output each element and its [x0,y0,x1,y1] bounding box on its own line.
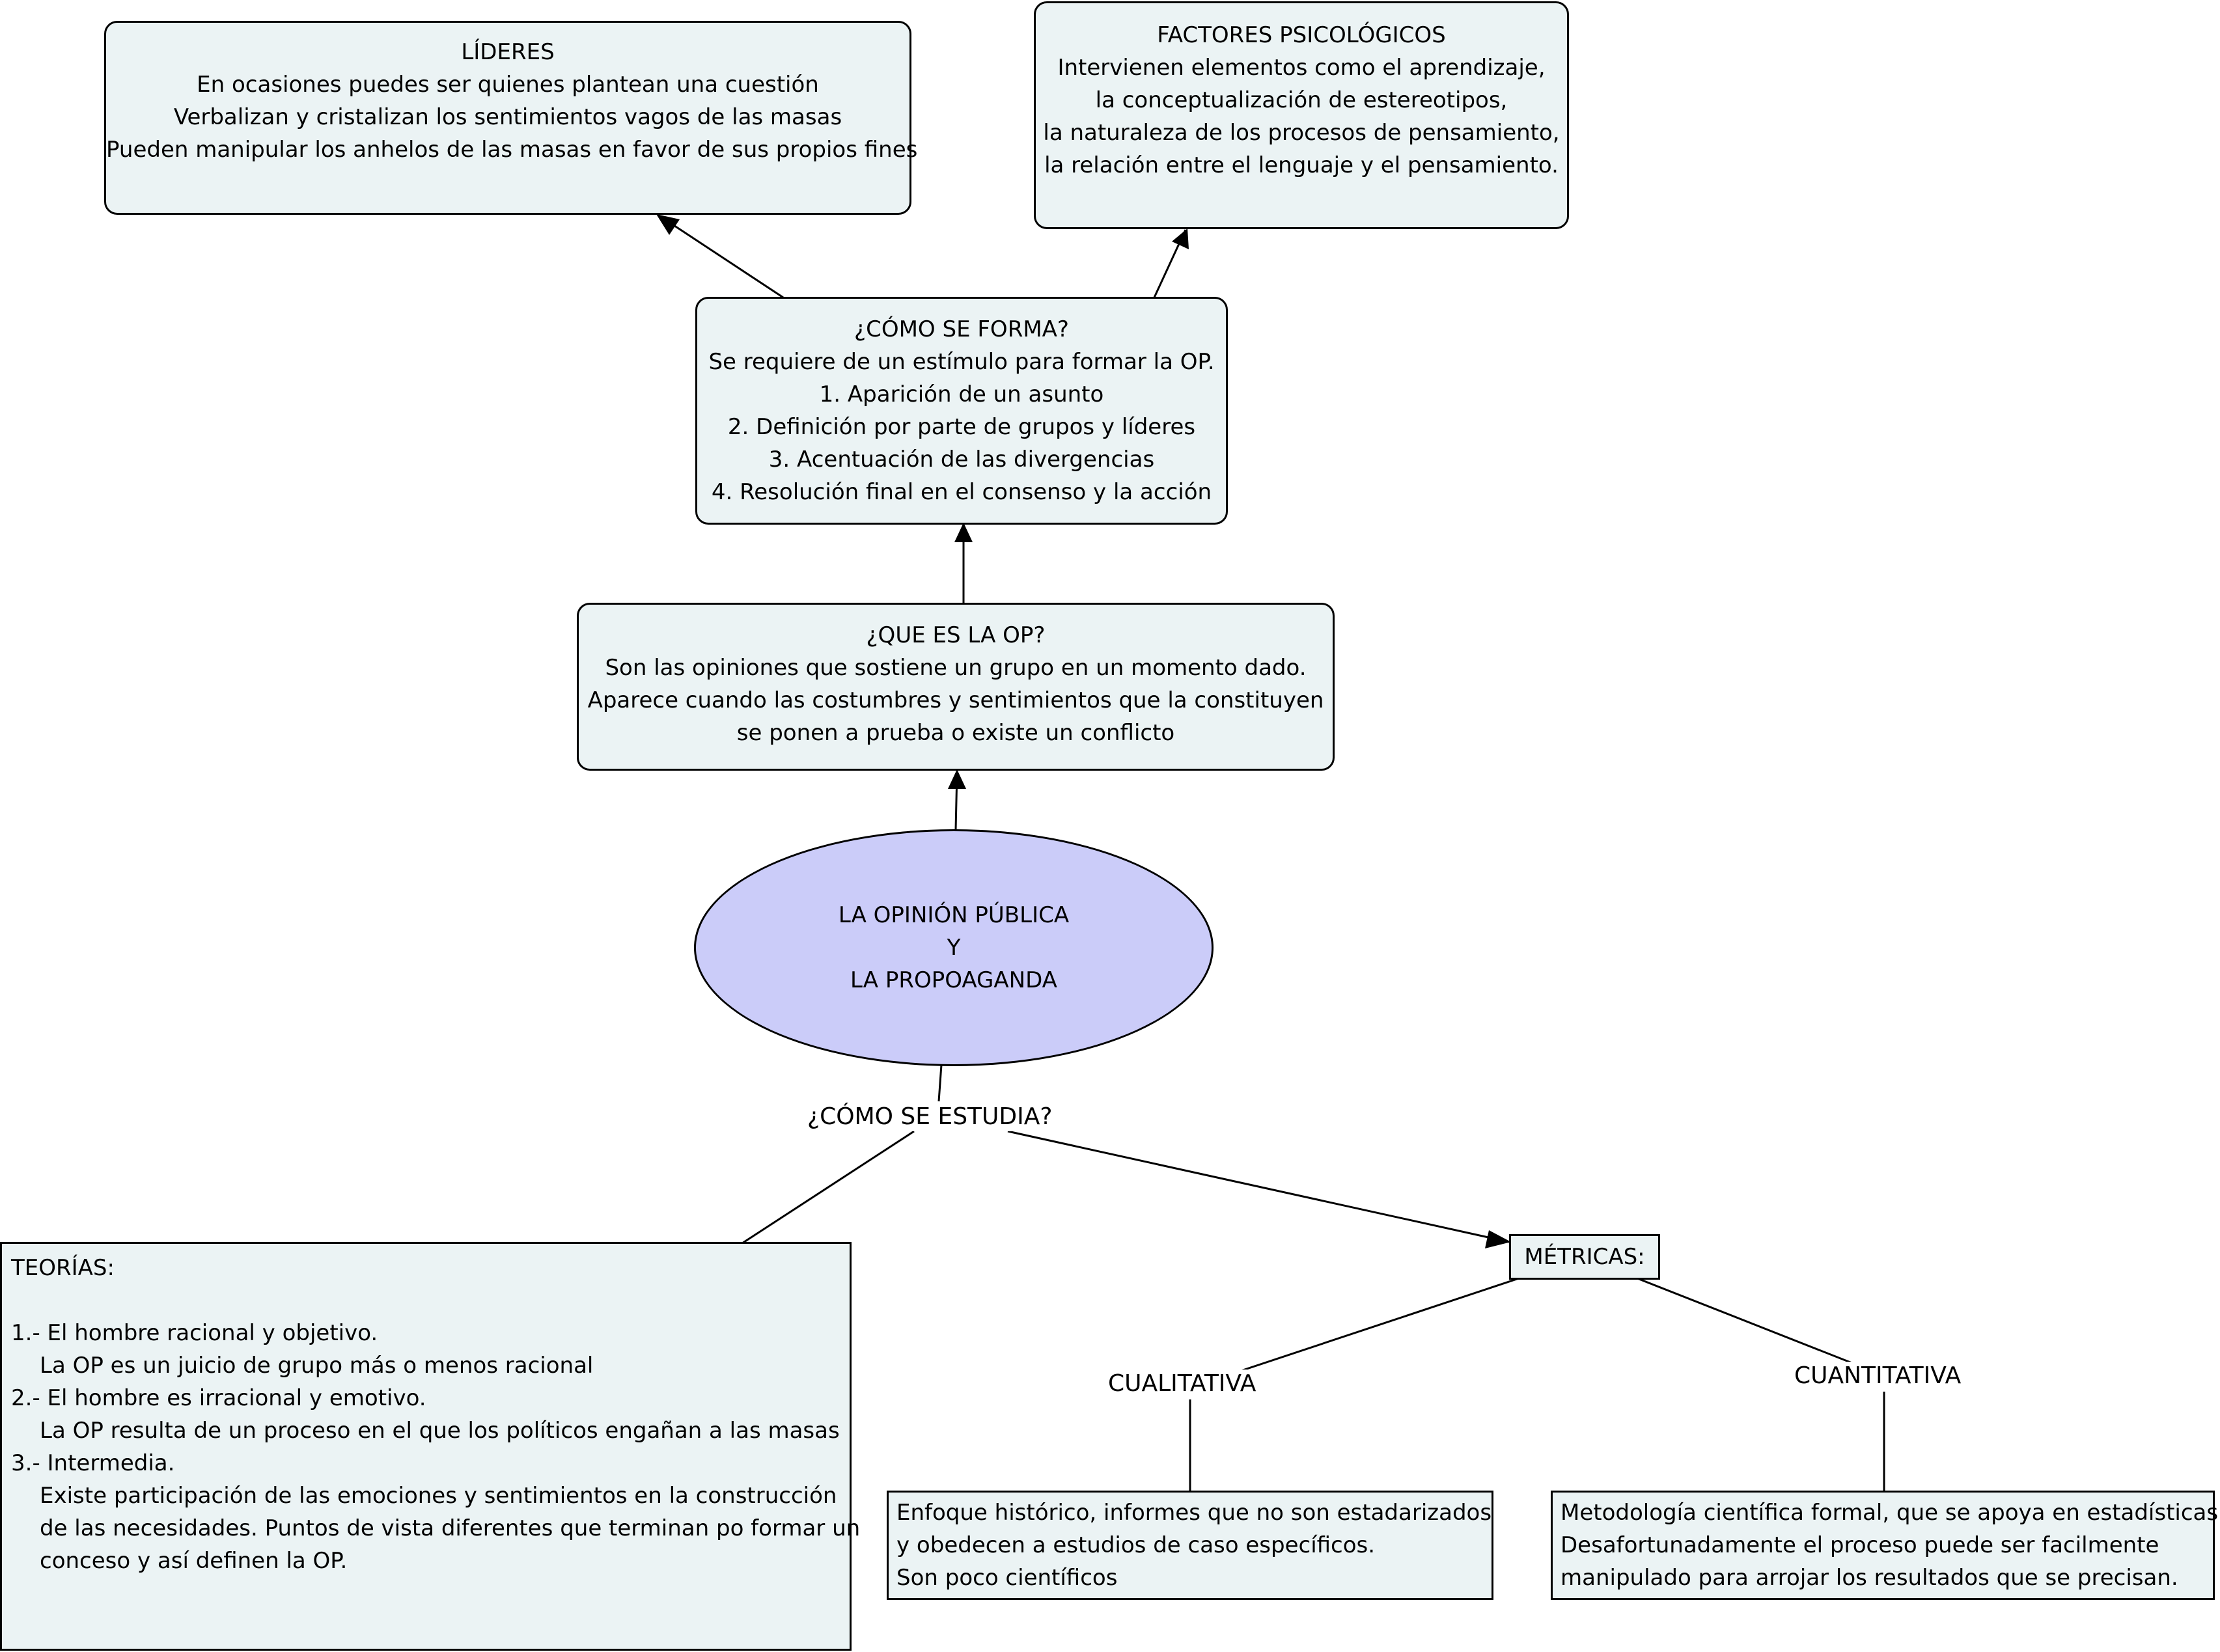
como-forma-line: 3. Acentuación de las divergencias [768,447,1155,473]
central-topic-line: LA OPINIÓN PÚBLICA [838,902,1070,928]
como-forma-line: Se requiere de un estímulo para formar l… [708,349,1215,375]
cualitativa-line: Son poco científicos [896,1565,1118,1591]
como-estudia-label: ¿CÓMO SE ESTUDIA? [803,1103,1057,1131]
como-forma-line: 2. Definición por parte de grupos y líde… [727,414,1196,440]
lideres-title: LÍDERES [461,39,555,65]
cuantitativa-line: Desafortunadamente el proceso puede ser … [1561,1532,2159,1558]
teorias-item-detail: Existe participación de las emociones y … [40,1483,837,1509]
cuantitativa-line: manipulado para arrojar los resultados q… [1561,1565,2178,1591]
arrowhead-lideres [656,214,680,235]
teorias-title: TEORÍAS: [11,1255,115,1281]
connector-center-to-estudia [937,1064,943,1102]
que-es-line: Son las opiniones que sostiene un grupo … [605,655,1307,681]
que-es-title: ¿QUE ES LA OP? [866,622,1046,648]
cualitativa-label: CUALITATIVA [1104,1370,1260,1398]
arrowhead-metricas [1485,1230,1511,1248]
factores-line: la conceptualización de estereotipos, [1095,87,1508,113]
connector-estudia-to-teorias [742,1130,915,1245]
factores-line: Intervienen elementos como el aprendizaj… [1057,55,1546,81]
cuantitativa-box[interactable]: Metodología científica formal, que se ap… [1551,1491,2220,1600]
teorias-spacer [11,1284,840,1317]
connector-metricas-to-cuantitativa [1637,1277,1856,1366]
factores-box[interactable]: FACTORES PSICOLÓGICOS Intervienen elemen… [1034,1,1569,229]
lideres-line: Verbalizan y cristalizan los sentimiento… [173,104,842,130]
que-es-line: Aparece cuando las costumbres y sentimie… [587,687,1324,713]
como-forma-box[interactable]: ¿CÓMO SE FORMA? Se requiere de un estímu… [695,297,1228,525]
teorias-item-detail: La OP resulta de un proceso en el que lo… [40,1418,840,1444]
lideres-line: Pueden manipular los anhelos de las masa… [106,137,918,163]
central-topic-line: Y [947,935,961,961]
arrowhead-como-forma [954,523,973,542]
connector-estudia-to-metricas [1007,1130,1510,1243]
teorias-box[interactable]: TEORÍAS: 1.- El hombre racional y objeti… [0,1242,861,1651]
como-forma-line: 4. Resolución final en el consenso y la … [711,479,1212,505]
arrowhead-factores [1172,228,1189,249]
factores-line: la relación entre el lenguaje y el pensa… [1044,152,1559,178]
connector-metricas-to-cualitativa [1236,1277,1519,1373]
central-topic-line: LA PROPOAGANDA [850,967,1057,993]
cualitativa-line: y obedecen a estudios de caso específico… [896,1532,1376,1558]
como-forma-line: 1. Aparición de un asunto [819,381,1104,407]
cualitativa-box[interactable]: Enfoque histórico, informes que no son e… [887,1491,1493,1600]
teorias-item-detail: conceso y así definen la OP. [40,1548,348,1574]
metricas-label: MÉTRICAS: [1524,1244,1645,1270]
arrowhead-que-es [948,769,966,789]
teorias-item-detail: La OP es un juicio de grupo más o menos … [40,1353,594,1379]
metricas-box[interactable]: MÉTRICAS: [1509,1234,1660,1280]
central-topic-ellipse[interactable]: LA OPINIÓN PÚBLICA Y LA PROPOAGANDA [694,829,1214,1066]
lideres-box[interactable]: LÍDERES En ocasiones puedes ser quienes … [104,21,918,215]
cualitativa-line: Enfoque histórico, informes que no son e… [896,1500,1492,1526]
teorias-item-heading: 1.- El hombre racional y objetivo. [11,1320,378,1346]
como-forma-title: ¿CÓMO SE FORMA? [854,316,1069,342]
cuantitativa-line: Metodología científica formal, que se ap… [1561,1500,2220,1526]
cuantitativa-label: CUANTITATIVA [1790,1362,1965,1390]
connector-como-forma-to-lideres [658,214,784,299]
factores-title: FACTORES PSICOLÓGICOS [1157,22,1446,48]
que-es-line: se ponen a prueba o existe un conflicto [736,720,1175,746]
teorias-item-heading: 2.- El hombre es irracional y emotivo. [11,1385,426,1411]
factores-line: la naturaleza de los procesos de pensami… [1043,120,1560,146]
lideres-line: En ocasiones puedes ser quienes plantean… [197,72,819,98]
que-es-box[interactable]: ¿QUE ES LA OP? Son las opiniones que sos… [577,603,1335,771]
teorias-item-heading: 3.- Intermedia. [11,1450,175,1476]
teorias-item-detail: de las necesidades. Puntos de vista dife… [40,1515,861,1541]
